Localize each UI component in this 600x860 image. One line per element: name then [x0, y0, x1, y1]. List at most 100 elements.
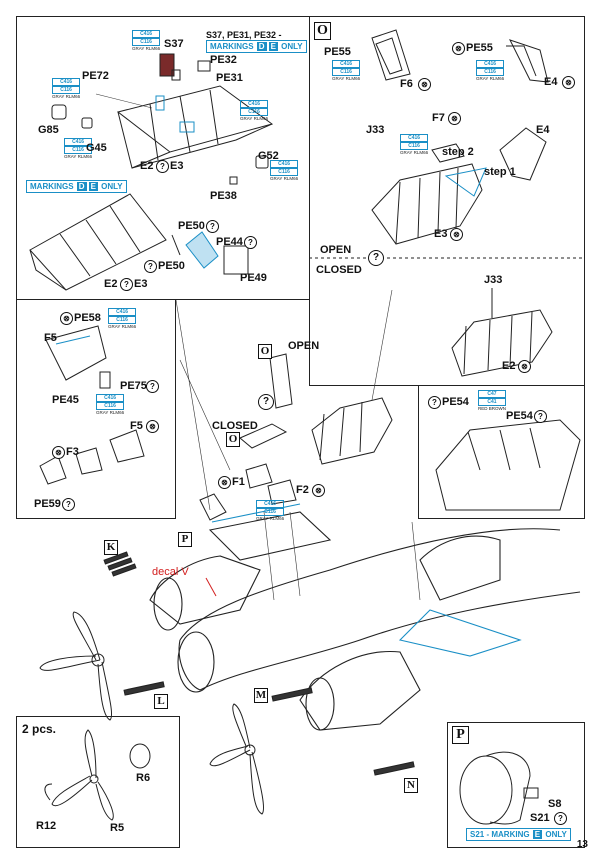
part-pe55-left: PE55	[324, 46, 351, 58]
paint-code-main: C116	[96, 402, 125, 410]
engine-cowling-detail	[459, 751, 539, 825]
step-1-label: step 1	[484, 166, 516, 178]
markings-header-s37: S37, PE31, PE32 -	[206, 30, 282, 40]
step-box-p-main: P	[178, 532, 192, 547]
part-pe45: PE45	[52, 394, 79, 406]
propeller-detail	[44, 729, 151, 821]
part-pe72: PE72	[82, 70, 109, 82]
paint-code-main: C116	[476, 68, 505, 76]
paint-name: GRAY RLM66	[332, 76, 361, 81]
paint-name: GRAY RLM66	[270, 176, 299, 181]
tray-upper	[116, 85, 274, 169]
paint-code-main: C116	[332, 68, 361, 76]
part-e4-top: E4	[544, 76, 558, 88]
decal-v-label: decal V	[152, 566, 189, 578]
part-f7: F7	[432, 112, 445, 124]
paint-code-top: C416	[96, 394, 125, 402]
marking-letter-e: E	[268, 42, 278, 51]
part-pe58: PE58	[74, 312, 101, 324]
paint-code-main: C116	[240, 108, 269, 116]
tray-lower	[29, 193, 167, 291]
cement-icon: ⊗	[146, 420, 159, 433]
marking-letter-e: E	[532, 830, 543, 839]
part-pe54-left: PE54	[442, 396, 469, 408]
paint-chip-j33: C416 C116 GRAY RLM66	[400, 134, 429, 156]
cement-icon: ⊗	[452, 42, 465, 55]
part-f3: F3	[66, 446, 79, 458]
cement-icon: ⊗	[562, 76, 575, 89]
step-box-p-detail: P	[452, 726, 469, 744]
part-pe54-right: PE54	[506, 410, 533, 422]
paint-code-top: C416	[132, 30, 161, 38]
paint-code-top: C416	[476, 60, 505, 68]
cement-icon: ⊗	[518, 360, 531, 373]
marking-letter-d: D	[76, 182, 87, 191]
paint-name: GRAY RLM66	[108, 324, 137, 329]
paint-code-top: C416	[256, 500, 285, 508]
fuselage-main	[149, 503, 581, 731]
paint-code-main: C116	[108, 316, 137, 324]
propeller-bottom	[209, 703, 265, 815]
only-text: ONLY	[281, 42, 303, 51]
paint-name: GRAY RLM66	[476, 76, 505, 81]
part-e3-lower: E3	[134, 278, 148, 290]
step-box-o-closed: O	[226, 432, 240, 447]
paint-code-top: C416	[52, 78, 81, 86]
part-s8: S8	[548, 798, 562, 810]
part-f6: F6	[400, 78, 413, 90]
part-e3-canopy: E3	[434, 228, 448, 240]
paint-name: GRAY RLM66	[400, 150, 429, 155]
part-pe38: PE38	[210, 190, 237, 202]
cement-icon: ⊗	[450, 228, 463, 241]
paint-chip-pe55-right: C416 C116 GRAY RLM66	[476, 60, 505, 82]
marking-letter-e: E	[88, 182, 98, 191]
paint-name: GRAY RLM66	[64, 154, 93, 159]
page-number: 13	[576, 839, 588, 850]
part-g45: G45	[86, 142, 107, 154]
part-s21: S21	[530, 812, 550, 824]
part-pe32: PE32	[210, 54, 237, 66]
part-e2-closed: E2	[502, 360, 516, 372]
paint-chip-pe55-left: C416 C116 GRAY RLM66	[332, 60, 361, 82]
part-r6: R6	[136, 772, 151, 784]
cement-icon: ⊗	[418, 78, 431, 91]
paint-chip-f2: C416 C116 GRAY RLM66	[256, 500, 285, 522]
step-2-label: step 2	[442, 146, 474, 158]
part-f2: F2	[296, 484, 309, 496]
paint-chip-g45: C416 C116 GRAY RLM66	[64, 138, 93, 160]
optional-icon: ?	[120, 278, 133, 291]
two-pieces-label: 2 pcs.	[22, 722, 57, 736]
paint-code-top: C416	[108, 308, 137, 316]
part-r5: R5	[110, 822, 125, 834]
paint-code-top: C416	[240, 100, 269, 108]
optional-icon: ?	[146, 380, 159, 393]
paint-code-main: C116	[64, 146, 93, 154]
part-e2-lower: E2	[104, 278, 118, 290]
panel-engine-detail	[447, 722, 585, 848]
only-text: ONLY	[101, 182, 123, 191]
panel-cockpit-interior	[418, 385, 585, 519]
paint-name: GRAY RLM66	[132, 46, 161, 51]
panel-side-panels	[16, 299, 176, 519]
marking-e-only-badge: S21 - MARKING E ONLY	[466, 828, 571, 841]
optional-icon: ?	[428, 396, 441, 409]
label-closed-center: CLOSED	[212, 420, 258, 432]
part-e4-right: E4	[536, 124, 550, 136]
part-pe75: PE75	[120, 380, 147, 392]
part-pe50-bottom: PE50	[158, 260, 185, 272]
part-pe50-top: PE50	[178, 220, 205, 232]
label-closed: CLOSED	[316, 264, 362, 276]
optional-icon: ?	[144, 260, 157, 273]
optional-icon: ?	[554, 812, 567, 825]
paint-code-top: C416	[332, 60, 361, 68]
s21-markings-text: S21 - MARKING	[470, 830, 530, 839]
paint-code-main: C116	[400, 142, 429, 150]
part-j33-closed: J33	[484, 274, 503, 286]
part-pe44: PE44	[216, 236, 243, 248]
step-box-k: K	[104, 540, 118, 555]
markings-text: MARKINGS	[210, 42, 254, 51]
part-f5-bottom: F5	[130, 420, 143, 432]
paint-code-top: C416	[64, 138, 93, 146]
